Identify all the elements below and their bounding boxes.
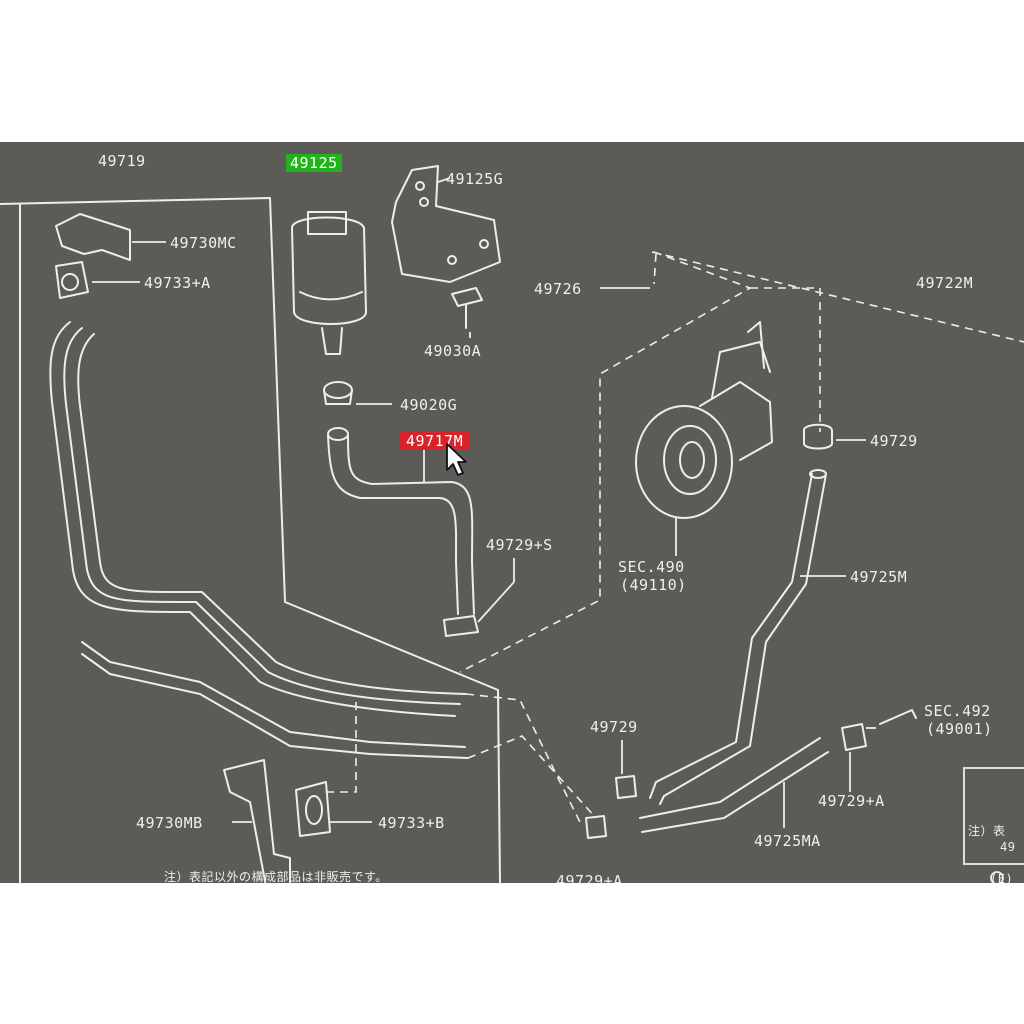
label-sec490[interactable]: SEC.490 bbox=[618, 558, 685, 576]
parts-diagram bbox=[0, 165, 1024, 883]
note-right-2: 49 bbox=[1000, 840, 1016, 854]
clamp-49729a bbox=[841, 723, 867, 751]
left-assembly-frame bbox=[0, 197, 501, 883]
clamp-49020g bbox=[323, 381, 353, 399]
bracket-mc bbox=[55, 213, 131, 261]
clamp-49729s bbox=[443, 615, 479, 637]
hose-49717m bbox=[327, 435, 459, 615]
hose-49725m bbox=[649, 473, 813, 799]
label-49730mc[interactable]: 49730MC bbox=[170, 234, 237, 252]
label-49733a[interactable]: 49733+A bbox=[144, 274, 211, 292]
note-box bbox=[963, 767, 1024, 865]
label-49030a[interactable]: 49030A bbox=[424, 342, 482, 360]
mouse-pointer-icon bbox=[446, 443, 467, 476]
label-sec490-ref: (49110) bbox=[620, 576, 687, 594]
label-49125[interactable]: 49125 bbox=[286, 154, 342, 172]
label-49730mb[interactable]: 49730MB bbox=[136, 814, 203, 832]
clamp-49729-top bbox=[803, 423, 833, 450]
pipe-49719-e bbox=[81, 653, 469, 759]
label-49729-mid[interactable]: 49729 bbox=[590, 718, 638, 736]
hose-49725ma bbox=[639, 737, 821, 819]
grommet-b bbox=[295, 781, 331, 837]
label-49125g[interactable]: 49125G bbox=[446, 170, 504, 188]
label-49722m[interactable]: 49722M bbox=[916, 274, 974, 292]
reservoir-49125 bbox=[291, 216, 367, 325]
note-right: 注）表 bbox=[968, 824, 1006, 838]
label-sec492[interactable]: SEC.492 bbox=[924, 702, 991, 720]
label-49725ma[interactable]: 49725MA bbox=[754, 832, 821, 850]
label-bottom-right-cut: (E) bbox=[990, 872, 1014, 883]
bracket-49125g bbox=[391, 165, 501, 283]
bracket-mb bbox=[223, 759, 291, 883]
clamp-49729-mid bbox=[615, 775, 637, 799]
pipe-49719-b bbox=[63, 327, 461, 705]
label-sec492-ref: (49001) bbox=[926, 720, 993, 738]
bolt-sec492 bbox=[879, 709, 917, 725]
label-49726[interactable]: 49726 bbox=[534, 280, 582, 298]
pipe-49719-d bbox=[81, 641, 466, 748]
note-non-sale: 注）表記以外の構成部品は非販売です。 bbox=[164, 870, 388, 883]
label-49733b[interactable]: 49733+B bbox=[378, 814, 445, 832]
grommet-a bbox=[55, 261, 89, 299]
label-49729s[interactable]: 49729+S bbox=[486, 536, 553, 554]
clamp-bottom bbox=[585, 815, 607, 839]
monitor-screen: 49719 49125 49125G 49730MC 49733+A 49726… bbox=[0, 142, 1024, 883]
label-49719: 49719 bbox=[98, 152, 146, 170]
bolt-49030a bbox=[451, 287, 483, 307]
pump-pulley bbox=[635, 405, 733, 519]
label-49729-top[interactable]: 49729 bbox=[870, 432, 918, 450]
label-49725m[interactable]: 49725M bbox=[850, 568, 908, 586]
pipe-49719-c bbox=[77, 333, 467, 695]
label-49020g[interactable]: 49020G bbox=[400, 396, 458, 414]
label-bottom-cut[interactable]: 49729+A bbox=[556, 872, 623, 883]
label-49729a[interactable]: 49729+A bbox=[818, 792, 885, 810]
